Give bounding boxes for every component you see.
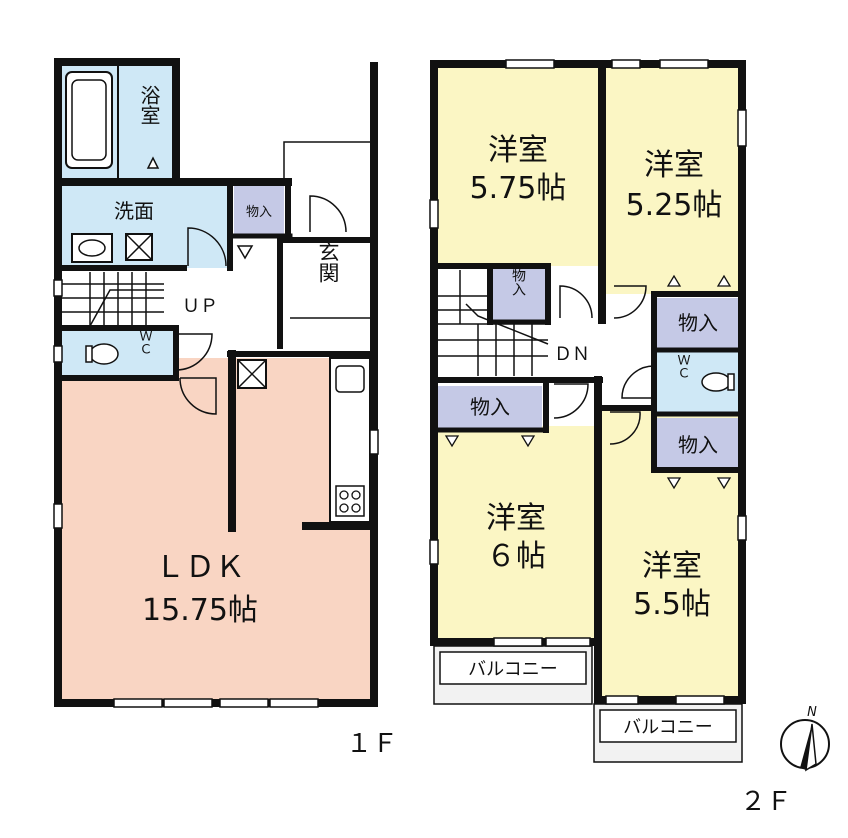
bedroom-sw-name: 洋室 — [486, 501, 546, 536]
second-floor-label: ２Ｆ — [740, 787, 792, 817]
bedroom-sw-size: ６帖 — [486, 539, 546, 574]
storage-se — [656, 418, 740, 468]
storage-1f — [234, 184, 284, 234]
balcony-left-label: バルコニー — [468, 659, 558, 680]
first-floor — [53, 58, 379, 708]
wc-1f-label: ＷＣ — [137, 329, 153, 355]
bedroom-nw — [434, 64, 602, 266]
walls-1f — [54, 58, 378, 707]
door-swing-icon — [187, 227, 227, 267]
bath-label: 浴室 — [137, 85, 161, 125]
stairs-up-label: ＵＰ — [182, 296, 218, 317]
storage-se-label: 物入 — [678, 433, 718, 457]
balcony-right-label: バルコニー — [623, 717, 713, 738]
bedroom-ne-name: 洋室 — [644, 148, 704, 183]
storage-ne-label: 物入 — [678, 311, 718, 335]
bedroom-nw-name: 洋室 — [488, 133, 548, 168]
storage-1f-label: 物入 — [246, 205, 272, 220]
wc-2f-label: ＷＣ — [675, 353, 691, 379]
ldk-size-label: 15.75帖 — [142, 593, 258, 628]
toilet-icon — [89, 343, 119, 365]
bedroom-nw-size: 5.75帖 — [470, 171, 567, 206]
second-floor — [429, 59, 747, 763]
bedroom-ne-size: 5.25帖 — [626, 188, 723, 223]
stairs-1f-icon — [62, 272, 164, 327]
windows-2f — [429, 59, 747, 705]
storage-ne — [656, 298, 740, 348]
door-arrow-icon — [146, 156, 160, 169]
ldk-label: ＬＤＫ — [155, 550, 245, 585]
sink-icon — [71, 233, 113, 263]
storage-sw — [436, 386, 542, 428]
entrance-label: 玄関 — [316, 241, 340, 283]
bedroom-ne — [602, 64, 742, 294]
storage-stairs-label: 物入 — [510, 268, 526, 296]
stove-icon — [335, 485, 365, 517]
north-label: N — [807, 705, 817, 720]
ldk-room — [58, 358, 374, 703]
kitchen-sink-icon — [335, 365, 365, 393]
toilet-2f-icon — [701, 372, 731, 392]
first-floor-label: １Ｆ — [346, 729, 398, 759]
windows-1f — [53, 279, 379, 708]
washroom-label: 洗面 — [114, 199, 154, 223]
bedroom-sw — [434, 426, 598, 642]
stairs-down-label: ＤＮ — [554, 344, 590, 365]
bedroom-se-size: 5.5帖 — [633, 587, 711, 622]
storage-sw-label: 物入 — [470, 395, 510, 419]
bedroom-se-name: 洋室 — [642, 549, 702, 584]
compass-icon: N — [780, 705, 830, 772]
door-swings-2f — [553, 285, 655, 445]
closet-door-icons — [444, 274, 732, 490]
storage-stairs — [490, 266, 546, 320]
